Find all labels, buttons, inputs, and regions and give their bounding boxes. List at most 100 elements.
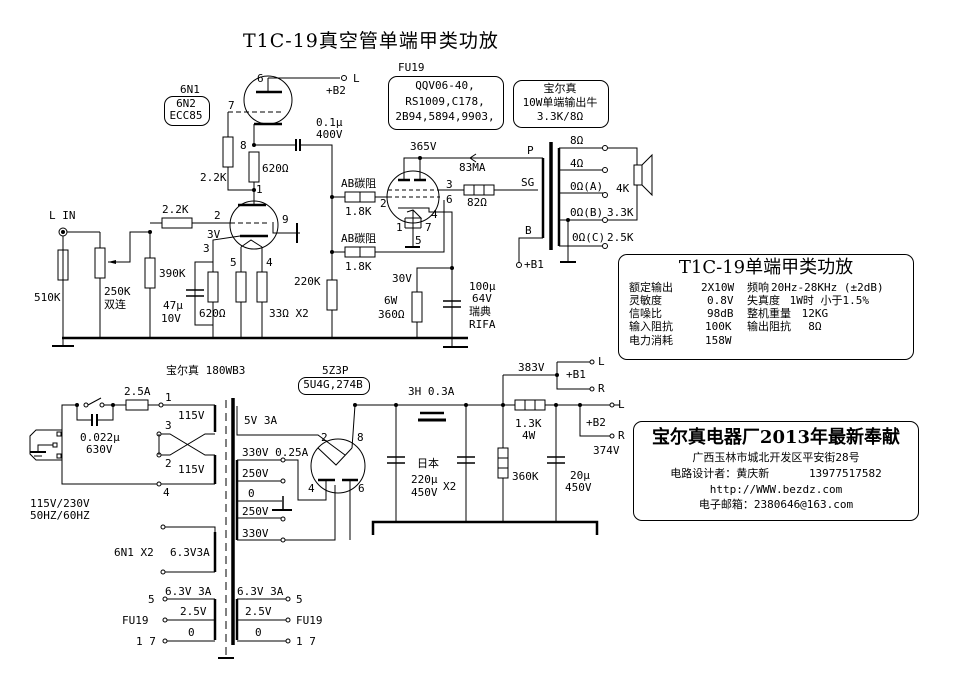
pin-label: 2 [380, 197, 387, 210]
pin-label: 1 7 [296, 635, 316, 648]
screen-resistor-value: 82Ω [467, 196, 487, 209]
ot-label: 10W单端输出牛 [522, 96, 598, 109]
ot-tap-label: 0Ω(B) [570, 206, 604, 219]
fil-right-label: 0 [255, 626, 262, 639]
drop-resistor-wattage: 4W [522, 429, 536, 442]
spec-value: 100K [705, 320, 732, 333]
plate-voltage: 365V [410, 140, 437, 153]
resistor-360 [412, 292, 422, 322]
filament-resistor-value: 33Ω X2 [269, 307, 309, 320]
primary-winding-label: 115V [178, 463, 205, 476]
cathode-cap-brand: 瑞典 [469, 305, 491, 318]
page-title: T1C-19真空管单端甲类功放 [243, 30, 499, 52]
power-switch[interactable] [88, 398, 101, 405]
b2-l-label: L [618, 398, 625, 411]
pin-label: 4 [431, 208, 438, 221]
spec-key: 整机重量 [747, 307, 791, 320]
resistor-33-a [236, 272, 246, 302]
ot-primary-p: P [527, 144, 534, 157]
pin-label: 6 [446, 193, 453, 206]
resistor-1.3k [515, 400, 545, 410]
pin-label: FU19 [296, 614, 323, 627]
cathode-resistor-wattage: 6W [384, 294, 398, 307]
cathode-resistor-value: 620Ω [199, 307, 226, 320]
pin-label: 8 [240, 139, 247, 152]
potentiometer-250k[interactable] [95, 248, 105, 278]
spec-value: 98dB [707, 307, 734, 320]
rectifier-label: 5Z3P [322, 364, 349, 377]
power-transformer-label: 宝尔真 180WB3 [166, 364, 246, 377]
spec-key: 灵敏度 [629, 294, 662, 307]
output-transformer [517, 142, 653, 268]
grid-resistor-a-value: 1.8K [345, 205, 372, 218]
maker-email-link[interactable]: 电子邮箱：2380646@163.com [698, 498, 854, 511]
fil-left-label: 6.3V 3A [165, 585, 212, 598]
pin-label: 8 [357, 431, 364, 444]
power-supply [30, 360, 620, 658]
ot-primary-b: B [525, 224, 532, 237]
grid-resistor-value: 2.2K [162, 203, 189, 216]
bleeder-resistor-value: 360K [512, 470, 539, 483]
plate-current: 83MA [459, 161, 486, 174]
fu19-equivalent: QQV06-40, [415, 79, 475, 92]
pin-label: 3 [446, 178, 453, 191]
line-cap-voltage: 630V [86, 443, 113, 456]
fil-right-label: 6.3V 3A [237, 585, 284, 598]
sec-tap-label: 330V [242, 527, 269, 540]
rectifier-equiv-box [298, 377, 370, 395]
b2-r-label: R [618, 429, 625, 442]
ot-tap-label: 0Ω(A) [570, 180, 604, 193]
cathode-cap-voltage: 10V [161, 312, 181, 325]
pin-label: FU19 [122, 614, 149, 627]
cathode-cap-brand2: RIFA [469, 318, 496, 331]
b2-label: +B2 [326, 84, 346, 97]
maker-website-link[interactable]: http://WWW.bezdz.com [709, 483, 843, 496]
ot-label: 3.3K/8Ω [536, 110, 584, 123]
pin-label: 5 [230, 256, 237, 269]
b2-voltage: 374V [593, 444, 620, 457]
sec-tap-label: 250V [242, 505, 269, 518]
pin-label: 1 [165, 391, 172, 404]
filter-cap-voltage: 450V [411, 486, 438, 499]
resistor-2.2k-feedback [223, 137, 233, 167]
pin-label: 5 [296, 593, 303, 606]
ot-tap-label: 8Ω [570, 134, 584, 147]
grid-leak-value: 390K [159, 267, 186, 280]
pin-label: 2 [214, 209, 221, 222]
ot-tap-label: 4Ω [570, 157, 584, 170]
grid-resistor-b-value: 1.8K [345, 260, 372, 273]
ot-tap-impedance: 3.3K [607, 206, 634, 219]
pin-label: 9 [282, 213, 289, 226]
sec-hv-label: 330V 0.25A [242, 446, 309, 459]
fu19-equivalents-box [388, 76, 504, 130]
cathode-cap-voltage: 64V [472, 292, 492, 305]
grid-resistor-a-type: AB碳阻 [341, 177, 377, 190]
b2-cap-voltage: 450V [565, 481, 592, 494]
ot-tap-impedance: 4K [616, 182, 630, 195]
ot-tap-impedance: 2.5K [607, 231, 634, 244]
cathode-cap-value: 47μ [163, 299, 183, 312]
fil-left-label: 0 [188, 626, 195, 639]
specs-title: T1C-19单端甲类功放 [678, 257, 854, 278]
resistor-360k [498, 448, 508, 478]
b1-label: +B1 [566, 368, 586, 381]
spec-value: 2X10W [701, 281, 735, 294]
fu19-equivalent: RS1009,C178, [405, 95, 485, 108]
filter-cap-count: X2 [443, 480, 457, 493]
pin-label: 4 [266, 256, 273, 269]
spec-value: 0.8V [707, 294, 734, 307]
coupling-cap-voltage: 400V [316, 128, 343, 141]
tube-alt-box [164, 96, 210, 126]
spec-key: 频响 [747, 281, 769, 294]
sec-tap-label: 0 [248, 487, 255, 500]
resistor-620-plate [249, 152, 259, 182]
pin-label: 4 [308, 482, 315, 495]
sec-tap-label: 250V [242, 467, 269, 480]
spec-key: 失真度 [747, 294, 780, 307]
input-resistor-value: 510K [34, 291, 61, 304]
cathode-voltage-30v: 30V [392, 272, 412, 285]
fil-right-label: 2.5V [245, 605, 272, 618]
pin-label: 7 [425, 221, 432, 234]
fu19-label: FU19 [398, 61, 425, 74]
